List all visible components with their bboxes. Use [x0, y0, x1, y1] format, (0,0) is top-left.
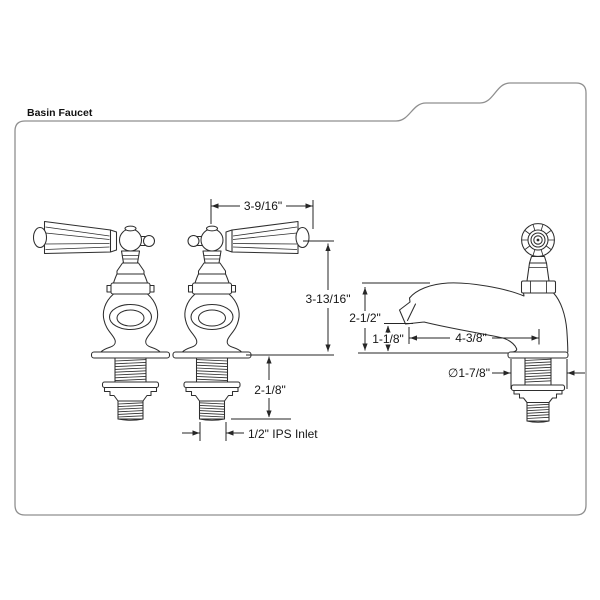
dim-outlet-clearance-label: 1-1/8"	[372, 332, 404, 346]
disc-center-dot	[536, 238, 540, 242]
dim-inlet-size: 1/2" IPS Inlet	[182, 422, 318, 441]
dim-spout-reach: 4-3/8"	[408, 327, 540, 345]
side-shank-threads	[524, 358, 552, 383]
faucet-front-left-view	[32, 220, 171, 421]
page-title: Basin Faucet	[27, 107, 93, 119]
dim-inlet-size-label: 1/2" IPS Inlet	[248, 427, 318, 441]
side-locknut-step	[513, 389, 563, 404]
dim-shank-height: 2-1/8"	[231, 356, 291, 420]
faucet-front-right-view	[172, 220, 310, 421]
folder-outline	[14, 82, 587, 516]
dim-faucet-height: 3-13/16"	[246, 240, 351, 356]
disc-flutes	[521, 224, 555, 256]
side-bonnet-cone	[526, 262, 550, 282]
dim-base-diameter-label: ∅1-7/8"	[448, 366, 490, 380]
dim-handle-length: 3-9/16"	[210, 199, 314, 229]
side-locknut	[510, 384, 566, 392]
dim-base-diameter: ∅1-7/8"	[448, 359, 585, 389]
dim-spout-height-label: 2-1/2"	[349, 311, 381, 325]
side-hex-nut	[520, 280, 557, 294]
dim-shank-height-label: 2-1/8"	[254, 383, 286, 397]
dim-outlet-clearance: 1-1/8"	[372, 323, 413, 352]
dim-spout-height: 2-1/2"	[349, 282, 508, 354]
dim-handle-length-label: 3-9/16"	[244, 199, 282, 213]
dim-faucet-height-label: 3-13/16"	[306, 292, 351, 306]
dim-spout-reach-label: 4-3/8"	[455, 331, 487, 345]
faucet-side-view	[398, 223, 569, 423]
side-mounting-flange	[507, 351, 569, 359]
side-cap-base	[528, 255, 548, 264]
side-inlet-threads	[526, 403, 550, 419]
spout-outline	[398, 282, 569, 353]
